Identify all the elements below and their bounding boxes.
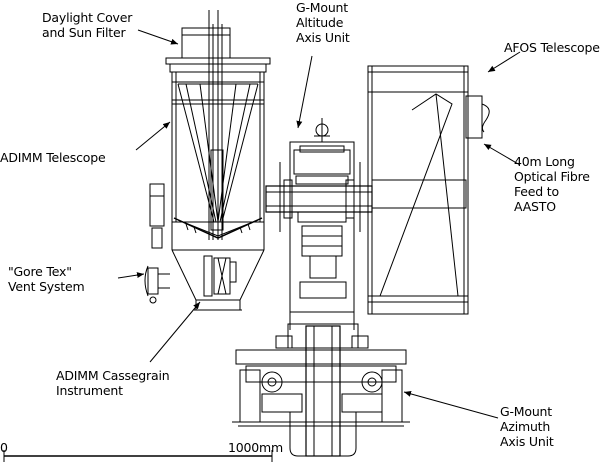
label-cassegrain: ADIMM Cassegrain Instrument: [56, 368, 170, 398]
gmount-azimuth-unit: [232, 323, 410, 457]
afos-telescope: [367, 65, 490, 315]
label-daylight-cover: Daylight Cover and Sun Filter: [42, 10, 132, 40]
label-line: AFOS Telescope: [504, 40, 600, 55]
cassegrain-instrument: [203, 255, 237, 297]
label-line: G-Mount: [296, 0, 348, 15]
arrow-gore-tex: [117, 272, 145, 279]
arrow-azimuth: [403, 390, 499, 419]
label-line: Vent System: [8, 279, 85, 294]
scale-bar: [3, 450, 273, 462]
label-line: Optical Fibre: [514, 169, 590, 184]
label-optical-fibre: 40m Long Optical Fibre Feed to AASTO: [514, 154, 590, 214]
label-line: Azimuth: [500, 419, 551, 434]
label-gmount-azimuth: G-Mount Azimuth Axis Unit: [500, 404, 554, 449]
arrow-altitude-unit: [296, 55, 313, 129]
label-line: ADIMM Cassegrain: [56, 368, 170, 383]
label-line: "Gore Tex": [8, 264, 72, 279]
arrow-adimm: [135, 121, 171, 151]
label-line: and Sun Filter: [42, 25, 126, 40]
label-line: Instrument: [56, 383, 123, 398]
daylight-cover: [181, 27, 231, 59]
label-line: G-Mount: [500, 404, 552, 419]
gmount-altitude-unit: [265, 118, 373, 330]
label-gore-tex: "Gore Tex" Vent System: [8, 264, 85, 294]
label-line: Daylight Cover: [42, 10, 133, 25]
label-line: ADIMM Telescope: [0, 150, 106, 165]
label-line: 40m Long: [514, 154, 575, 169]
label-line: AASTO: [514, 199, 556, 214]
label-gmount-altitude: G-Mount Altitude Axis Unit: [296, 0, 350, 45]
scale-end-label: 1000mm: [228, 440, 283, 455]
gore-tex-vent: [144, 265, 170, 304]
label-afos-telescope: AFOS Telescope: [504, 40, 600, 55]
label-line: Axis Unit: [296, 30, 350, 45]
arrow-daylight-cover: [137, 29, 179, 45]
arrow-fibre: [483, 143, 521, 166]
arrow-afos: [487, 51, 521, 73]
adimm-telescope: [149, 10, 271, 311]
arrow-cassegrain: [149, 301, 201, 363]
label-adimm-telescope: ADIMM Telescope: [0, 150, 106, 165]
scale-start-label: 0: [0, 440, 8, 455]
leader-arrows: [117, 29, 521, 419]
label-line: Feed to: [514, 184, 559, 199]
label-line: Axis Unit: [500, 434, 554, 449]
label-line: Altitude: [296, 15, 344, 30]
